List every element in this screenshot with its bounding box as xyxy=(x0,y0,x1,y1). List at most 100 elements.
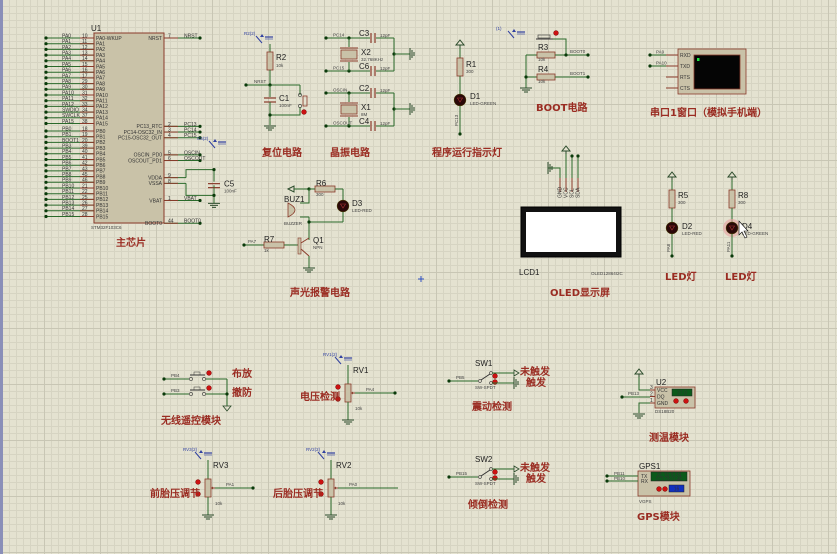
potentiometer-icon[interactable] xyxy=(204,478,215,498)
pot-body[interactable] xyxy=(344,383,352,403)
mcu-body[interactable] xyxy=(93,32,165,224)
potentiometer-icon[interactable] xyxy=(327,478,338,498)
state-indicator-dot[interactable] xyxy=(492,373,498,379)
pot-body[interactable] xyxy=(204,478,212,498)
voltage-probe-icon[interactable]: RV1(2) xyxy=(323,352,352,365)
resistor-icon[interactable] xyxy=(266,51,274,71)
led-icon[interactable] xyxy=(665,221,679,235)
resistor-icon[interactable] xyxy=(728,189,736,209)
boot-switch[interactable] xyxy=(536,30,559,40)
state-indicator-dot[interactable] xyxy=(335,384,341,390)
crystal-icon[interactable] xyxy=(340,104,358,115)
pot-body[interactable] xyxy=(327,478,335,498)
state-indicator-dot[interactable] xyxy=(492,475,498,481)
voltage-probe-icon[interactable]: C5(2) xyxy=(197,136,226,149)
reset-button[interactable] xyxy=(298,93,308,115)
capacitor-icon[interactable] xyxy=(370,66,376,76)
state-indicator-dot[interactable] xyxy=(683,398,689,404)
led-icon[interactable] xyxy=(336,199,350,213)
potentiometer-icon[interactable] xyxy=(344,383,355,403)
state-indicator-dot[interactable] xyxy=(553,30,559,36)
state-indicator-dot[interactable] xyxy=(301,109,307,115)
transistor-q1[interactable] xyxy=(297,236,310,268)
capacitor-icon[interactable] xyxy=(264,97,276,103)
state-indicator-dot[interactable] xyxy=(318,479,324,485)
state-indicator-dot[interactable] xyxy=(673,398,679,404)
capacitor-icon[interactable] xyxy=(370,88,376,98)
button-cap[interactable] xyxy=(302,95,308,107)
led-icon[interactable] xyxy=(453,93,467,107)
terminal-screen[interactable] xyxy=(693,54,741,90)
state-indicator-dot[interactable] xyxy=(195,479,201,485)
state-indicator-dot[interactable] xyxy=(662,486,668,492)
capacitor-icon[interactable] xyxy=(370,121,376,131)
state-indicator-dot[interactable] xyxy=(206,370,212,376)
resistor-icon[interactable] xyxy=(668,189,676,209)
state-indicator-dot[interactable] xyxy=(195,491,201,497)
capacitor-icon[interactable] xyxy=(370,33,376,43)
state-indicator-dot[interactable] xyxy=(335,396,341,402)
voltage-probe-icon[interactable]: RV2(2) xyxy=(306,447,335,460)
state-indicator-dot[interactable] xyxy=(492,469,498,475)
state-indicator-dot[interactable] xyxy=(656,486,662,492)
led-icon[interactable] xyxy=(723,219,741,237)
voltage-probe-icon[interactable]: RV3(2) xyxy=(183,447,212,460)
state-indicator-dot[interactable] xyxy=(206,385,212,391)
voltage-probe-icon[interactable]: R2(2) xyxy=(244,31,273,44)
